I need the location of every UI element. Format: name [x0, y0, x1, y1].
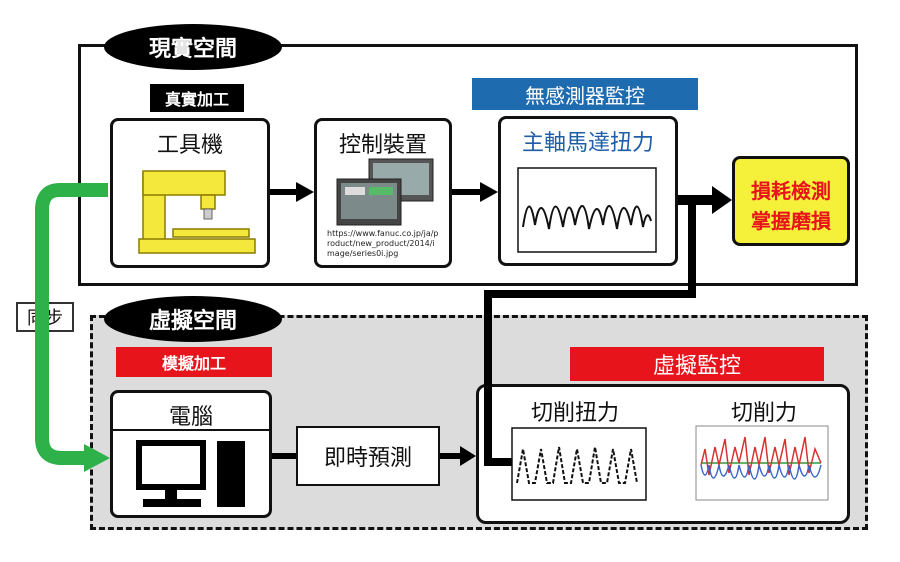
- simulated-machining-tag: 模擬加工: [116, 347, 272, 377]
- arrow-controller-to-spindle: [480, 182, 498, 202]
- computer-icon: [136, 440, 245, 507]
- realtime-prediction-box: 即時預測: [296, 426, 440, 486]
- arrow-machine-to-controller: [296, 182, 314, 202]
- physical-space-frame: [78, 44, 858, 286]
- sync-arrow-head: [84, 444, 110, 472]
- controller-label: 控制裝置: [338, 133, 427, 158]
- physical-space-title: 現實空間: [104, 24, 282, 70]
- wear-detection-box: 損耗檢測 掌握磨損: [732, 156, 850, 246]
- spindle-torque-label: 主軸馬達扭力: [521, 131, 654, 156]
- computer-label: 電腦: [168, 405, 213, 430]
- spindle-torque-waveform: [517, 167, 657, 253]
- computer-box: 電腦: [110, 390, 272, 518]
- virtual-monitoring-box: 切削扭力 切削力: [476, 384, 850, 524]
- spindle-torque-box: 主軸馬達扭力: [498, 116, 678, 266]
- controller-box: 控制裝置 https://www.fanuc.co.jp/ja/product/…: [314, 118, 452, 268]
- cutting-force-label: 切削力: [731, 401, 798, 426]
- controller-source-url: https://www.fanuc.co.jp/ja/product/new_p…: [327, 229, 439, 258]
- machine-tool-icon: [138, 170, 256, 254]
- sensorless-monitoring-tag: 無感測器監控: [472, 78, 698, 110]
- arrow-spindle-to-wear: [712, 186, 732, 214]
- cutting-torque-label: 切削扭力: [531, 401, 620, 426]
- cutting-torque-waveform: [511, 427, 647, 501]
- cutting-force-waveform: [695, 425, 829, 501]
- machine-tool-label: 工具機: [156, 133, 223, 158]
- virtual-space-title: 虛擬空間: [104, 296, 282, 342]
- machine-tool-box: 工具機: [110, 118, 270, 268]
- wear-detection-line1: 損耗檢測: [751, 179, 831, 203]
- arrow-prediction-to-monitor: [460, 446, 476, 466]
- realtime-prediction-label: 即時預測: [323, 446, 412, 471]
- controller-screen-icon: [336, 158, 434, 226]
- real-machining-tag: 真實加工: [150, 84, 244, 112]
- wear-detection-line2: 掌握磨損: [751, 209, 831, 233]
- virtual-monitoring-tag: 虛擬監控: [570, 347, 824, 381]
